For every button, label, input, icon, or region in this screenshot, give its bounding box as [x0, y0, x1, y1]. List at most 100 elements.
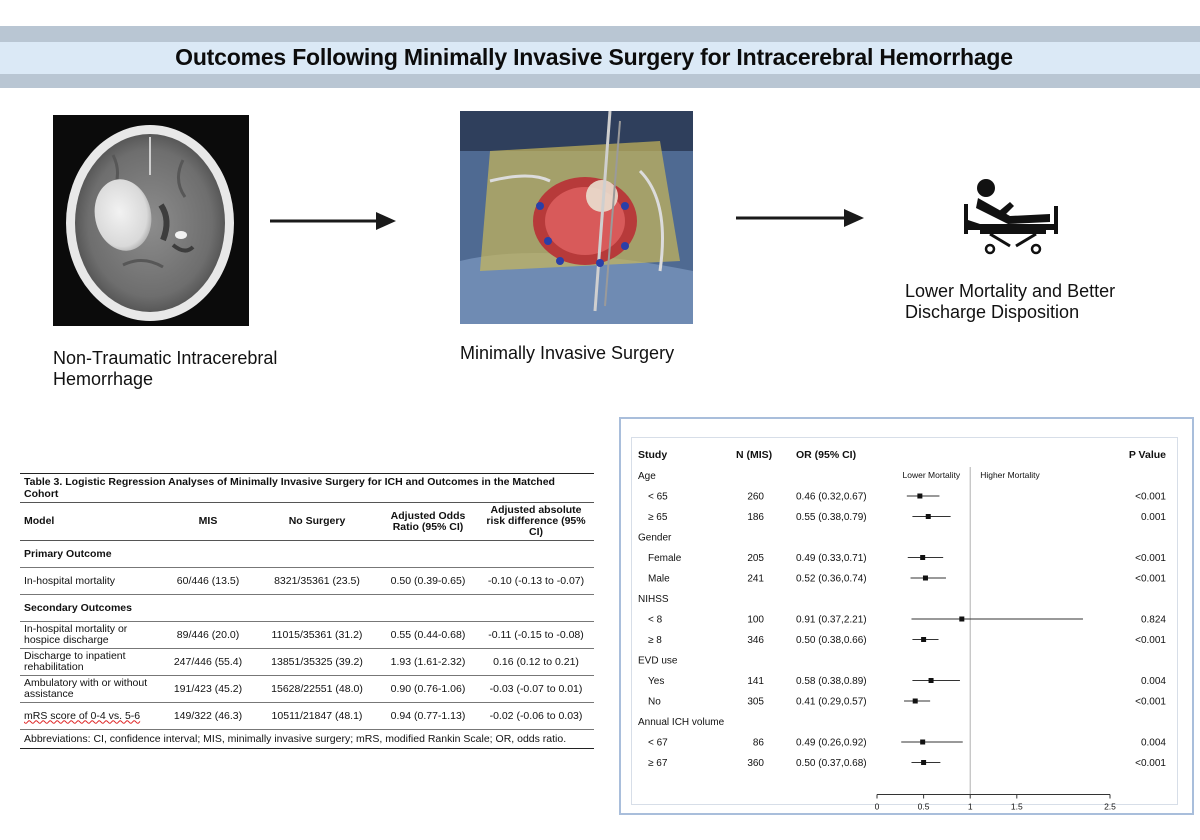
n-value: 305 — [747, 697, 764, 708]
x-tick-label: 1 — [968, 802, 973, 812]
section-title: Secondary Outcomes — [20, 594, 594, 622]
table-cell: In-hospital mortality or hospice dischar… — [20, 621, 160, 649]
or-text: 0.41 (0.29,0.57) — [796, 697, 867, 708]
or-marker — [917, 493, 923, 499]
surgery-photo — [460, 110, 693, 324]
table-cell: 191/423 (45.2) — [160, 675, 256, 703]
column-header: Adjusted Odds Ratio (95% CI) — [378, 502, 478, 541]
subgroup-row-label: Yes — [648, 676, 664, 687]
title-band — [0, 42, 1200, 74]
or-marker — [928, 678, 934, 683]
or-marker — [921, 760, 927, 765]
p-value: <0.001 — [1135, 553, 1166, 564]
table-cell: 89/446 (20.0) — [160, 621, 256, 649]
subgroup-label: EVD use — [638, 656, 678, 667]
table-cell: 11015/35361 (31.2) — [256, 621, 378, 649]
column-header: Model — [20, 502, 160, 541]
table-cell: 10511/21847 (48.1) — [256, 702, 378, 730]
table-footnote: Abbreviations: CI, confidence interval; … — [20, 729, 594, 749]
or-text: 0.58 (0.38,0.89) — [796, 676, 867, 687]
subgroup-label: Age — [638, 471, 656, 482]
arrow-right-icon — [270, 212, 396, 230]
or-text: 0.49 (0.33,0.71) — [796, 553, 867, 564]
ich-caption: Non-Traumatic Intracerebral Hemorrhage — [53, 348, 278, 389]
annotation-higher: Higher Mortality — [980, 470, 1040, 480]
subgroup-row-label: < 67 — [648, 738, 668, 749]
p-value: 0.001 — [1141, 512, 1166, 523]
table-row: Ambulatory with or without assistance 19… — [20, 675, 594, 703]
or-marker — [925, 514, 931, 519]
or-text: 0.52 (0.36,0.74) — [796, 574, 867, 585]
subgroup-row-label: < 8 — [648, 615, 663, 626]
mrs-label: mRS score of 0-4 vs. 5-6 — [24, 709, 141, 722]
n-value: 360 — [747, 758, 764, 769]
x-tick-label: 1.5 — [1011, 802, 1023, 812]
or-marker — [912, 698, 918, 704]
table-cell: 247/446 (55.4) — [160, 648, 256, 676]
annotation-lower: Lower Mortality — [903, 470, 961, 480]
p-value: 0.004 — [1141, 676, 1166, 687]
table-cell: 0.90 (0.76-1.06) — [378, 675, 478, 703]
n-value: 346 — [747, 635, 764, 646]
header-p: P Value — [1129, 449, 1166, 461]
table-cell: mRS score of 0-4 vs. 5-6 — [20, 702, 160, 730]
table-cell: 8321/35361 (23.5) — [256, 567, 378, 595]
table-row: mRS score of 0-4 vs. 5-6 149/322 (46.3) … — [20, 702, 594, 730]
page-title: Outcomes Following Minimally Invasive Su… — [175, 44, 1013, 70]
x-tick-label: 0.5 — [918, 802, 930, 812]
p-value: 0.004 — [1141, 738, 1166, 749]
or-marker — [921, 637, 927, 642]
subgroup-row-label: ≥ 67 — [648, 758, 668, 769]
table-row: In-hospital mortality 60/446 (13.5) 8321… — [20, 567, 594, 595]
p-value: <0.001 — [1135, 635, 1166, 646]
header-study: Study — [638, 449, 667, 461]
subgroup-label: Gender — [638, 533, 672, 544]
table-cell: -0.02 (-0.06 to 0.03) — [478, 702, 594, 730]
or-text: 0.46 (0.32,0.67) — [796, 492, 867, 503]
table-cell: In-hospital mortality — [20, 567, 160, 595]
table-cell: Ambulatory with or without assistance — [20, 675, 160, 703]
table-cell: 0.16 (0.12 to 0.21) — [478, 648, 594, 676]
table-cell: 15628/22551 (48.0) — [256, 675, 378, 703]
table-cell: 0.50 (0.39-0.65) — [378, 567, 478, 595]
n-value: 186 — [747, 512, 764, 523]
p-value: <0.001 — [1135, 758, 1166, 769]
n-value: 241 — [747, 574, 764, 585]
or-text: 0.91 (0.37,2.21) — [796, 615, 867, 626]
table-caption: Table 3. Logistic Regression Analyses of… — [20, 473, 594, 503]
table-cell: 1.93 (1.61-2.32) — [378, 648, 478, 676]
p-value: 0.824 — [1141, 615, 1166, 626]
subgroup-row-label: No — [648, 697, 661, 708]
header-n: N (MIS) — [736, 449, 772, 461]
subgroup-row-label: ≥ 8 — [648, 635, 662, 646]
or-text: 0.49 (0.26,0.92) — [796, 738, 867, 749]
x-tick-label: 2.5 — [1104, 802, 1116, 812]
table-cell: -0.03 (-0.07 to 0.01) — [478, 675, 594, 703]
n-value: 141 — [747, 676, 764, 687]
table-cell: 13851/35325 (39.2) — [256, 648, 378, 676]
n-value: 100 — [747, 615, 764, 626]
table-cell: 0.94 (0.77-1.13) — [378, 702, 478, 730]
table-cell: Discharge to inpatient rehabilitation — [20, 648, 160, 676]
or-text: 0.50 (0.37,0.68) — [796, 758, 867, 769]
or-text: 0.55 (0.38,0.79) — [796, 512, 867, 523]
arrow-right-icon — [736, 209, 864, 227]
subgroup-row-label: ≥ 65 — [648, 512, 668, 523]
title-band-top — [0, 26, 1200, 42]
n-value: 86 — [753, 738, 765, 749]
p-value: <0.001 — [1135, 697, 1166, 708]
table-row: Discharge to inpatient rehabilitation 24… — [20, 648, 594, 676]
or-marker — [922, 575, 928, 581]
table-cell: 60/446 (13.5) — [160, 567, 256, 595]
p-value: <0.001 — [1135, 492, 1166, 503]
or-text: 0.50 (0.38,0.66) — [796, 635, 867, 646]
x-tick-label: 0 — [875, 802, 880, 812]
ct-scan-image — [53, 115, 249, 326]
section-title: Primary Outcome — [20, 540, 594, 568]
n-value: 205 — [747, 553, 764, 564]
subgroup-label: Annual ICH volume — [638, 717, 725, 728]
n-value: 260 — [747, 492, 764, 503]
mis-caption: Minimally Invasive Surgery — [460, 343, 675, 363]
